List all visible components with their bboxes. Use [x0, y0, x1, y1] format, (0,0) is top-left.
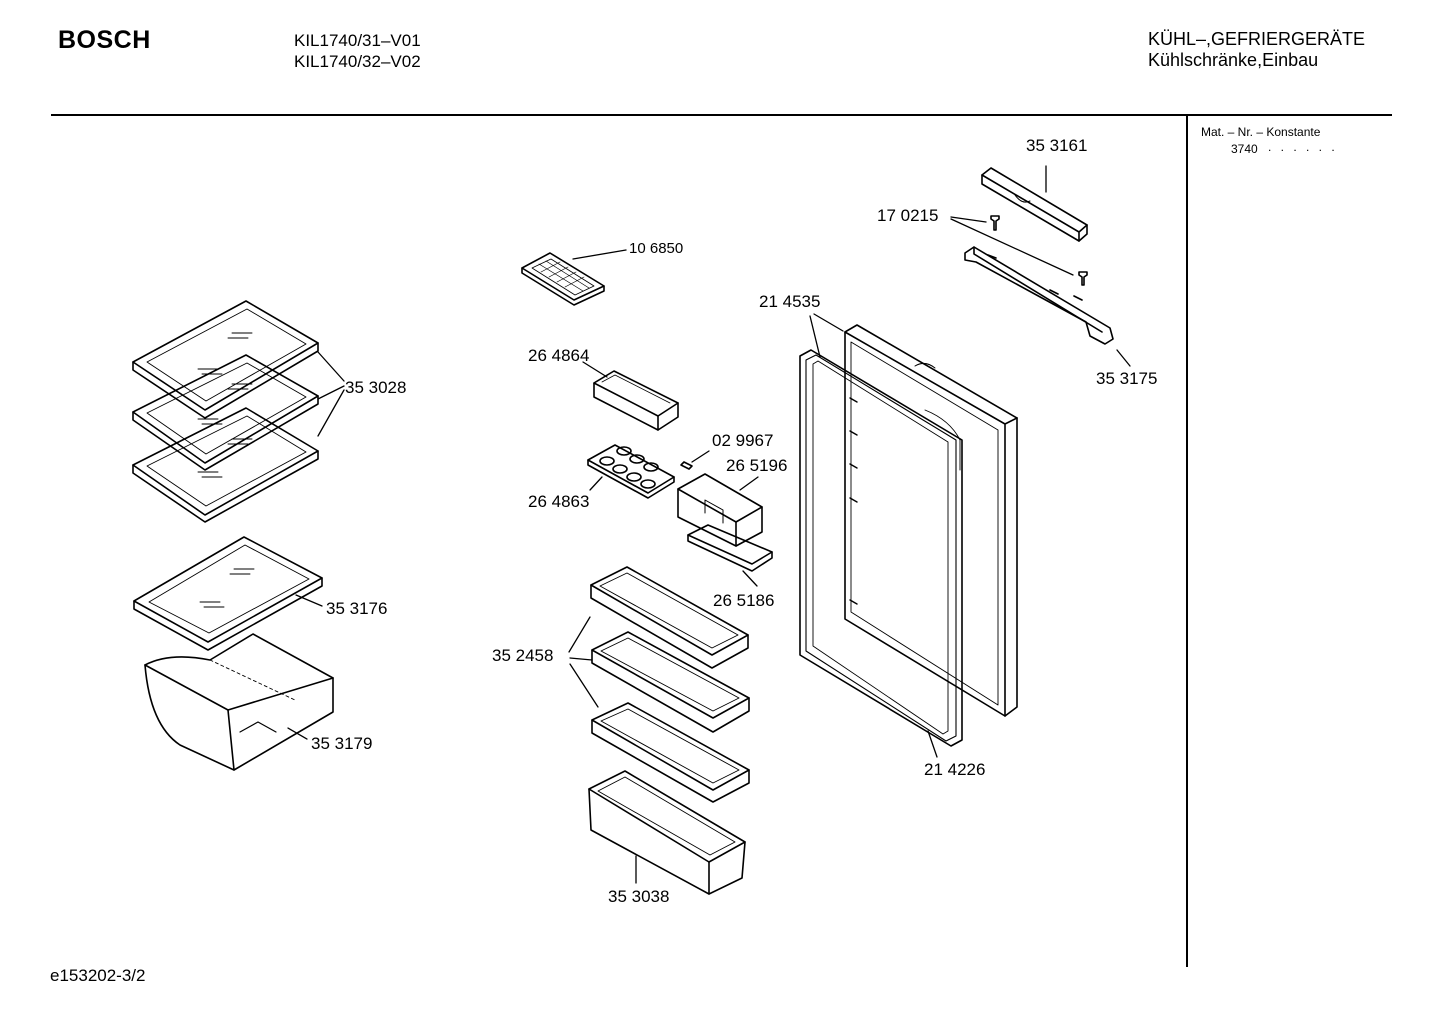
model-number-2: KIL1740/32–V02 [294, 52, 421, 71]
part-label-352458: 35 2458 [492, 646, 553, 665]
leader-353028 [317, 351, 345, 437]
door-rack-top [590, 566, 749, 669]
glass-shelf-crisper [133, 536, 323, 651]
part-label-029967: 02 9967 [712, 431, 773, 450]
part-label-353176: 35 3176 [326, 599, 387, 618]
screw-029967 [680, 461, 693, 470]
sidebar-label: Mat. – Nr. – Konstante [1201, 125, 1321, 139]
sidebar-divider [1186, 116, 1188, 967]
leader-264863 [589, 476, 603, 491]
part-label-264863: 26 4863 [528, 492, 589, 511]
part-label-353038: 35 3038 [608, 887, 669, 906]
part-label-214226: 21 4226 [924, 760, 985, 779]
part-label-214535: 21 4535 [759, 292, 820, 311]
leader-353176 [295, 594, 323, 607]
door-compartment-lid [677, 473, 763, 547]
sidebar-dots: . . . . . . [1268, 140, 1338, 154]
leader-264864 [582, 361, 608, 378]
leader-353179 [287, 727, 308, 740]
leader-214535 [809, 313, 844, 358]
glass-shelf-middle [132, 354, 319, 471]
part-label-265196: 26 5196 [726, 456, 787, 475]
door-liner [844, 324, 1018, 717]
screw-170215-b [1078, 271, 1088, 286]
part-label-353161: 35 3161 [1026, 136, 1087, 155]
door-rack-middle [591, 631, 750, 733]
category-subtitle: Kühlschränke,Einbau [1148, 50, 1319, 70]
mounting-rail [964, 246, 1114, 345]
part-label-170215: 17 0215 [877, 206, 938, 225]
door-gasket [799, 349, 963, 747]
part-label-353028: 35 3028 [345, 378, 406, 397]
leader-353175 [1116, 349, 1131, 367]
model-number-1: KIL1740/31–V01 [294, 31, 421, 50]
glass-shelf-bottom [132, 407, 319, 523]
ice-cube-tray [521, 252, 605, 306]
part-label-264864: 26 4864 [528, 346, 589, 365]
butter-dish [593, 370, 679, 431]
leader-352458 [568, 616, 599, 708]
door-rack-bottom [591, 702, 750, 803]
part-label-353179: 35 3179 [311, 734, 372, 753]
leader-265196 [739, 476, 759, 491]
leader-170215 [950, 216, 1074, 276]
glass-shelf-top [132, 300, 319, 419]
leader-265186 [742, 570, 758, 587]
leader-214226 [927, 730, 938, 758]
drawing-code: e153202-3/2 [50, 966, 146, 985]
screw-170215-a [990, 215, 1000, 231]
header-divider [51, 114, 1392, 116]
brand-logo: BOSCH [58, 26, 151, 54]
handle-cover [981, 167, 1088, 242]
door-compartment-tray [687, 524, 773, 572]
part-label-265186: 26 5186 [713, 591, 774, 610]
part-label-353175: 35 3175 [1096, 369, 1157, 388]
bottle-rack [588, 770, 746, 895]
egg-tray [587, 444, 675, 499]
leader-106850 [572, 249, 627, 260]
part-label-106850: 10 6850 [629, 240, 683, 257]
crisper-drawer [144, 633, 334, 771]
sidebar-value: 3740 [1231, 142, 1258, 156]
leader-029967 [691, 450, 710, 463]
category-title: KÜHL–,GEFRIERGERÄTE [1148, 29, 1366, 49]
